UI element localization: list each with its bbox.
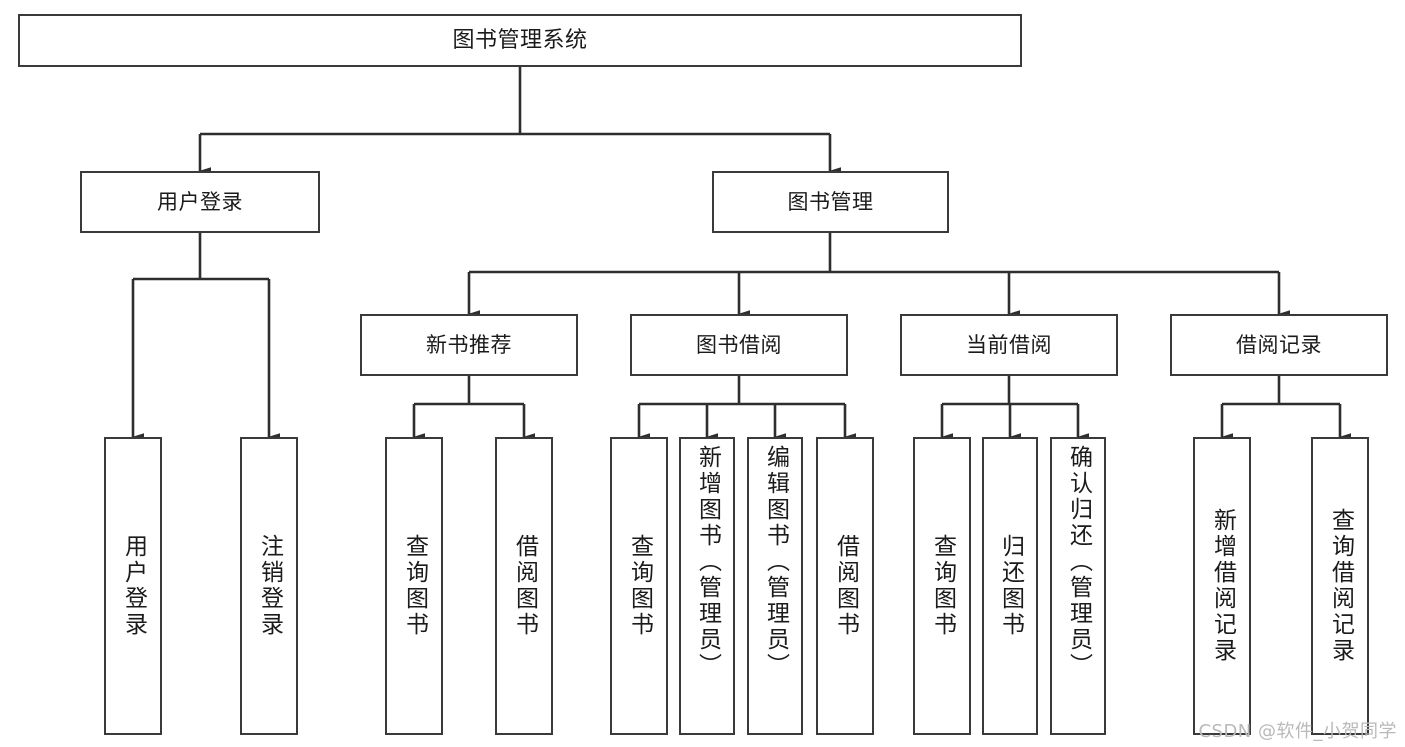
node-label: 注销登录 [256,534,283,638]
node-leaf-return-book[interactable]: 归还图书 [982,437,1038,735]
node-label: 新增借阅记录 [1209,508,1236,664]
node-label: 查询图书 [626,534,653,638]
node-leaf-add-borrow-record[interactable]: 新增借阅记录 [1193,437,1251,735]
node-leaf-query-book-borrow[interactable]: 查询图书 [610,437,668,735]
node-leaf-add-book-admin[interactable]: 新增图书（管理员） [679,437,735,735]
node-label: 确认归还（管理员） [1065,445,1092,679]
node-label: 查询图书 [929,534,956,638]
node-leaf-borrow-book[interactable]: 借阅图书 [816,437,874,735]
node-new-book-recommend[interactable]: 新书推荐 [360,314,578,376]
node-label: 新书推荐 [426,332,512,357]
node-user-login[interactable]: 用户登录 [80,171,320,233]
node-leaf-query-book-recommend[interactable]: 查询图书 [385,437,443,735]
node-leaf-borrow-book-recommend[interactable]: 借阅图书 [495,437,553,735]
node-leaf-edit-book-admin[interactable]: 编辑图书（管理员） [747,437,803,735]
node-leaf-query-book-current[interactable]: 查询图书 [913,437,971,735]
node-label: 用户登录 [120,534,147,638]
node-leaf-user-login[interactable]: 用户登录 [104,437,162,735]
node-label: 编辑图书（管理员） [762,445,789,679]
node-label: 借阅图书 [511,534,538,638]
node-label: 图书管理 [787,189,874,214]
node-leaf-confirm-return-admin[interactable]: 确认归还（管理员） [1050,437,1106,735]
node-label: 图书管理系统 [452,27,588,53]
node-label: 归还图书 [997,534,1024,638]
node-label: 借阅记录 [1236,332,1322,357]
node-leaf-query-borrow-record[interactable]: 查询借阅记录 [1311,437,1369,735]
node-label: 图书借阅 [696,332,782,357]
node-label: 用户登录 [157,189,243,214]
node-borrow-record[interactable]: 借阅记录 [1170,314,1388,376]
node-label: 新增图书（管理员） [694,445,721,679]
node-label: 借阅图书 [832,534,859,638]
node-leaf-logout[interactable]: 注销登录 [240,437,298,735]
node-label: 查询图书 [401,534,428,638]
node-book-borrow[interactable]: 图书借阅 [630,314,848,376]
node-label: 查询借阅记录 [1327,508,1354,664]
node-root-system[interactable]: 图书管理系统 [18,14,1022,67]
node-label: 当前借阅 [966,332,1052,357]
node-book-management[interactable]: 图书管理 [712,171,949,233]
node-current-borrow[interactable]: 当前借阅 [900,314,1118,376]
